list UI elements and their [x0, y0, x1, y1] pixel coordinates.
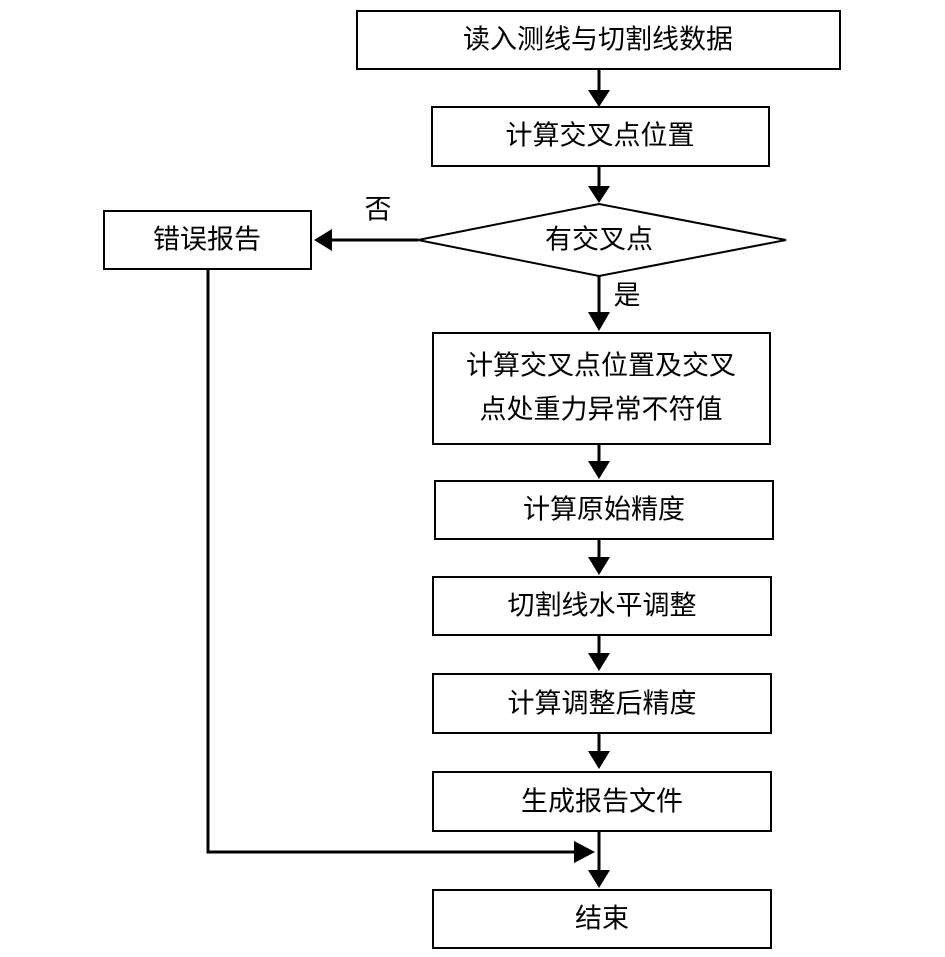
- node-calc-positions: 计算交叉点位置: [431, 106, 770, 167]
- node-adjusted-precision: 计算调整后精度: [432, 673, 772, 734]
- node-label: 错误报告: [153, 225, 261, 256]
- connectors: [206, 69, 610, 888]
- arrowhead: [588, 870, 610, 888]
- node-read-data: 读入测线与切割线数据: [356, 10, 841, 70]
- node-generate-report: 生成报告文件: [432, 771, 772, 832]
- arrowhead: [588, 751, 610, 769]
- node-error-report: 错误报告: [103, 210, 312, 270]
- node-label-line1: 计算交叉点位置及交叉: [466, 351, 736, 382]
- node-label: 计算原始精度: [523, 495, 685, 526]
- node-original-precision: 计算原始精度: [434, 480, 774, 540]
- node-horizontal-adjust: 切割线水平调整: [432, 576, 772, 636]
- connector-error-to-end: [206, 269, 578, 854]
- node-label: 计算调整后精度: [508, 689, 697, 720]
- node-label: 切割线水平调整: [508, 591, 697, 622]
- node-label: 读入测线与切割线数据: [463, 25, 733, 56]
- decision-has-intersection: 有交叉点: [417, 202, 787, 278]
- node-label-line2: 点处重力异常不符值: [480, 395, 723, 426]
- arrowhead: [588, 557, 610, 575]
- node-label: 结束: [575, 904, 629, 935]
- arrowhead: [574, 841, 595, 863]
- arrowhead: [314, 229, 332, 251]
- arrowhead: [588, 186, 610, 203]
- arrowhead: [588, 461, 610, 479]
- node-calc-anomaly: 计算交叉点位置及交叉 点处重力异常不符值: [432, 332, 771, 445]
- branch-label-yes: 是: [614, 281, 641, 312]
- arrowhead: [588, 312, 610, 331]
- arrowhead: [588, 90, 610, 107]
- arrowhead: [588, 653, 610, 671]
- node-label: 生成报告文件: [521, 787, 683, 818]
- branch-label-no: 否: [365, 195, 392, 226]
- node-end: 结束: [432, 889, 772, 949]
- decision-label: 有交叉点: [545, 225, 653, 256]
- node-label: 计算交叉点位置: [506, 121, 695, 152]
